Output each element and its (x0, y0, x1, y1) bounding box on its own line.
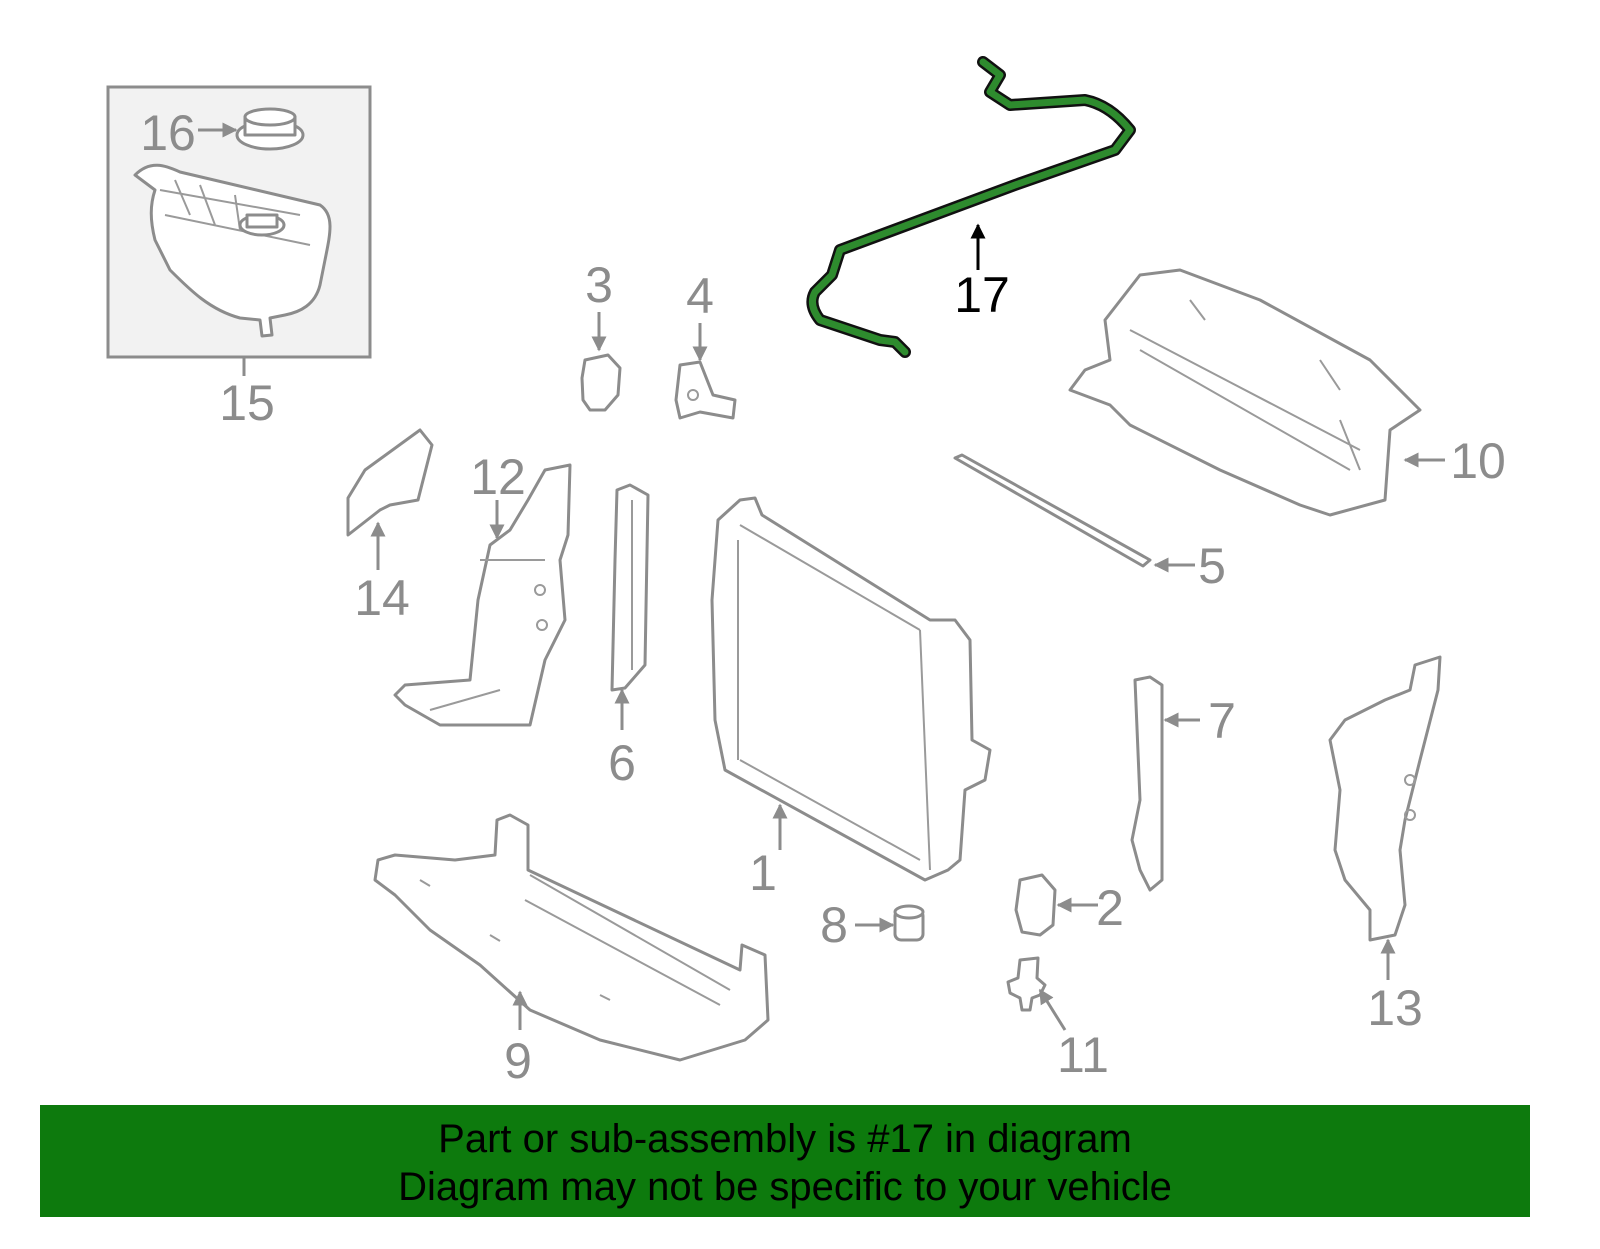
reservoir-cap (235, 107, 305, 151)
banner-line-2: Diagram may not be specific to your vehi… (398, 1165, 1172, 1209)
part-6-side-seal (610, 483, 650, 730)
part-8-grommet (855, 904, 925, 942)
callout-12: 12 (470, 449, 526, 505)
part-12-side-air-guide (393, 463, 572, 727)
callout-4: 4 (686, 268, 714, 324)
callout-2: 2 (1096, 880, 1124, 936)
callout-17: 17 (954, 267, 1010, 323)
reservoir-inset-box (106, 85, 372, 359)
callout-9: 9 (504, 1033, 532, 1089)
callout-14: 14 (354, 570, 410, 626)
part-11-push-pin (1006, 956, 1067, 1031)
callout-13: 13 (1367, 980, 1423, 1036)
callout-11: 11 (1057, 1027, 1109, 1083)
part-5-seal-strip (953, 453, 1195, 573)
part-2-clip (1014, 873, 1098, 937)
part-10-upper-shield (1068, 268, 1445, 517)
part-13-side-air-guide (1328, 655, 1442, 980)
parts-diagram: 1 2 3 4 5 6 7 8 9 10 11 12 13 14 15 16 1… (106, 56, 1506, 1089)
part-9-lower-shield (373, 813, 770, 1062)
coolant-hose-17 (806, 56, 1136, 358)
callout-6: 6 (608, 735, 636, 791)
part-7-side-seal (1130, 675, 1200, 892)
callout-15: 15 (219, 375, 275, 431)
coolant-reservoir (133, 163, 332, 338)
banner-line-1: Part or sub-assembly is #17 in diagram (438, 1117, 1132, 1161)
part-1-radiator (710, 496, 992, 882)
part-3-bracket (580, 312, 622, 412)
callout-3: 3 (585, 257, 613, 313)
callout-16: 16 (140, 105, 196, 161)
part-14-deflector (346, 428, 434, 570)
callout-5: 5 (1198, 538, 1226, 594)
part-4-bracket (674, 323, 737, 420)
callout-7: 7 (1208, 693, 1236, 749)
callout-8: 8 (820, 897, 848, 953)
info-banner: Part or sub-assembly is #17 in diagram D… (40, 1105, 1530, 1217)
callout-10: 10 (1450, 433, 1506, 489)
callout-1: 1 (749, 845, 777, 901)
